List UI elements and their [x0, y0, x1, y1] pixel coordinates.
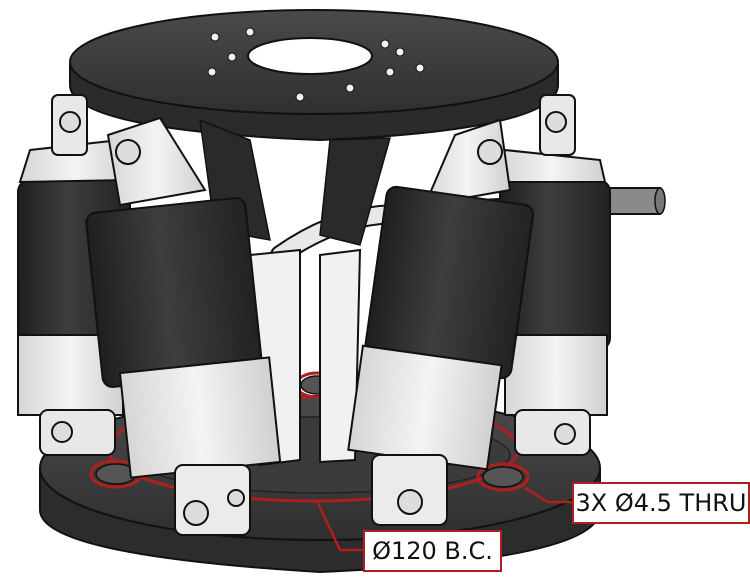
actuator-right-front [347, 118, 535, 526]
top-plate [69, 9, 559, 246]
leader-lines [316, 486, 572, 552]
holes-callout-text: 3X Ø4.5 THRU [575, 489, 747, 517]
holes-callout: 3X Ø4.5 THRU [572, 482, 750, 524]
center-struts [248, 248, 362, 467]
holes-leader [524, 486, 572, 504]
bolt-circle-callout-text: Ø120 B.C. [372, 537, 493, 565]
mounting-hole-right [476, 462, 530, 492]
top-joint-left [51, 94, 88, 156]
bolt-circle-callout: Ø120 B.C. [363, 530, 502, 572]
actuator-left-front [85, 116, 282, 536]
bc-leader [316, 502, 363, 552]
